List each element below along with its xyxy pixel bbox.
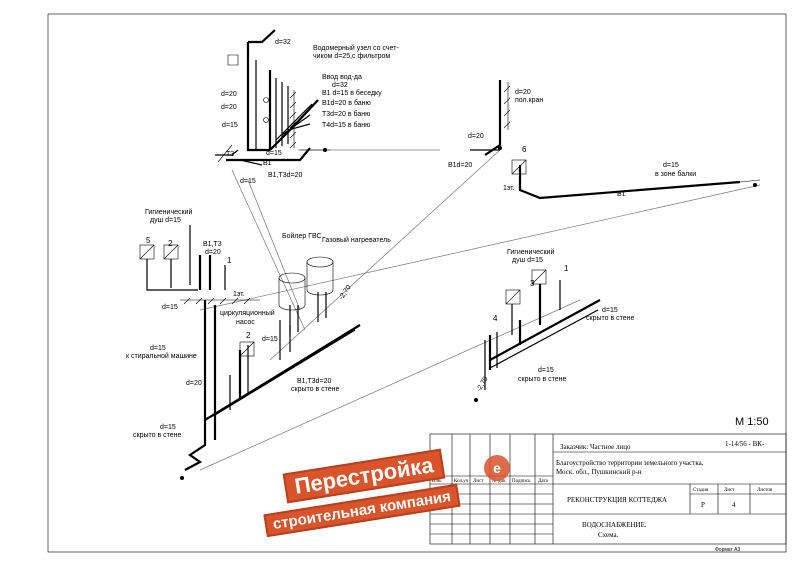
label-meter-2: чиком d=25,с фильтром: [313, 53, 390, 60]
company-watermark-stamp: Перестройка строительная компания е: [262, 448, 532, 547]
label-t3-banyu: Т3d=20 в баню: [322, 110, 370, 118]
right-lower-fixtures: [474, 269, 601, 402]
label-skryto-mid: скрыто в стене: [291, 386, 340, 393]
label-d15-bottom: d=15: [160, 424, 176, 431]
tb-doc-code: 1-14/56 - ВК-: [725, 440, 765, 448]
connection-lines: [199, 149, 761, 471]
label-circ-2: насос: [236, 319, 255, 326]
sheet-border: [47, 13, 787, 553]
label-b1-besedka: В1 d=15 в беседку: [322, 89, 382, 97]
label-vvod-1: Ввод вод-да: [322, 74, 362, 81]
tb-site-1: Благоустройство территории земельного уч…: [556, 459, 704, 467]
label-d15-a: d=15: [222, 122, 238, 129]
label-meter-1: Водомерный узел со счет-: [313, 44, 399, 52]
label-zone-balki: в зоне балки: [655, 170, 696, 178]
label-elev-270b: -2,70: [476, 376, 490, 393]
tb-col-list: Лист: [473, 479, 484, 484]
tb-col-doc: № док.: [492, 478, 507, 484]
label-circ-1: циркуляционный: [220, 309, 275, 317]
tb-col-izm: Изм.: [432, 479, 442, 484]
label-num1a: 1: [227, 256, 232, 265]
label-vvod-2: d=32: [332, 82, 348, 89]
label-t4-banyu: Т4d=15 в баню: [322, 121, 370, 129]
label-d32-top: d=32: [275, 39, 291, 46]
label-num3: 3: [530, 279, 535, 288]
label-gig-left-2: душ d=15: [150, 217, 181, 224]
tb-stage-header: Стадия: [693, 488, 709, 493]
label-num6: 6: [522, 145, 527, 154]
label-d15-b: d=15: [266, 150, 282, 157]
label-skryto-right2: скрыто в стене: [518, 376, 567, 383]
label-gig-right-2: душ d=15: [512, 257, 543, 264]
tb-customer: Заказчик: Частное лицо: [560, 443, 631, 451]
tb-col-date: Дата: [538, 479, 549, 484]
entry-riser-assembly: [215, 29, 330, 166]
label-num2b: 2: [246, 331, 251, 340]
label-d20-pol: d=20: [515, 89, 531, 96]
label-gas-heater: Газовый нагреватель: [322, 236, 391, 244]
label-1et: 1эт.: [503, 185, 515, 192]
label-d15-c: d=15: [240, 178, 256, 185]
label-gig-right-1: Гигиенический: [507, 248, 554, 256]
label-gig-left-1: Гигиенический: [145, 208, 192, 216]
tb-section-1: ВОДОСНАБЖЕНИЕ.: [582, 521, 647, 529]
label-d15-wash: d=15: [150, 345, 166, 352]
diagram-labels: d=32 Водомерный узел со счет- чиком d=25…: [126, 39, 696, 439]
tb-col-kol: Кол.уч: [454, 479, 469, 484]
main-lower-riser: [180, 300, 361, 480]
label-b1t3d20: В1,Т3d=20: [268, 172, 303, 179]
label-b1d20: В1d=20: [448, 162, 472, 169]
label-d20-a: d=20: [221, 91, 237, 98]
left-fixtures: [139, 225, 260, 305]
field-tap-assembly: [470, 80, 511, 156]
label-d20-left: d=20: [205, 249, 221, 256]
tb-sheets-header: Листов: [757, 488, 773, 493]
beam-zone-pipeline: [511, 159, 761, 200]
label-boiler: Бойлер ГВС: [282, 232, 322, 240]
label-pol-kran: пол.кран: [515, 97, 543, 104]
label-d15-right2: d=15: [538, 367, 554, 374]
stamp-logo-icon: е: [484, 455, 510, 481]
tb-project: РЕКОНСТРУКЦИЯ КОТТЕДЖА: [567, 496, 667, 504]
title-block: Изм. Кол.уч Лист № док. Подпись Дата Гл.…: [429, 433, 787, 545]
label-k-stiralnoy: к стиральной машине: [126, 352, 197, 360]
label-d20-c: d=20: [468, 133, 484, 140]
label-1et-left: 1эт.: [233, 291, 245, 298]
format-label: Формат А3: [715, 547, 740, 553]
label-num1b: 1: [564, 264, 569, 273]
label-elev-270a: -2,70: [338, 284, 353, 301]
label-b1-banyu: В1d=20 в баню: [322, 99, 371, 107]
label-d15-left: d=15: [162, 304, 178, 311]
tb-site-2: Моск. обл., Пушкинский р-н: [556, 468, 642, 476]
label-d15-balki: d=15: [663, 162, 679, 169]
tb-sheet-header: Лист: [724, 488, 735, 493]
label-num5: 5: [146, 236, 151, 245]
label-t3: Т3: [226, 151, 234, 158]
label-num2a: 2: [168, 239, 173, 248]
label-d20-b: d=20: [221, 104, 237, 111]
label-d20-mid: d=20: [186, 380, 202, 387]
tb-section-2: Схема.: [598, 531, 619, 539]
label-b1t3-left: В1,Т3: [203, 241, 222, 248]
boiler-assembly: [278, 256, 334, 335]
tb-stage: Р: [701, 501, 705, 509]
label-num4: 4: [493, 314, 498, 323]
label-b1t3d20-mid: В1,Т3d=20: [297, 378, 332, 385]
tb-sheet: 4: [732, 501, 736, 509]
label-b1: В1: [263, 160, 272, 167]
scale-label: М 1:50: [735, 416, 769, 428]
tb-col-sign: Подпись: [512, 479, 531, 484]
label-skryto-right: скрыто в стене: [586, 315, 635, 322]
label-d15-mid: d=15: [262, 336, 278, 343]
label-skryto-bottom: скрыто в стене: [133, 432, 182, 439]
label-d15-right: d=15: [602, 307, 618, 314]
label-b1-right: В1: [617, 191, 626, 198]
